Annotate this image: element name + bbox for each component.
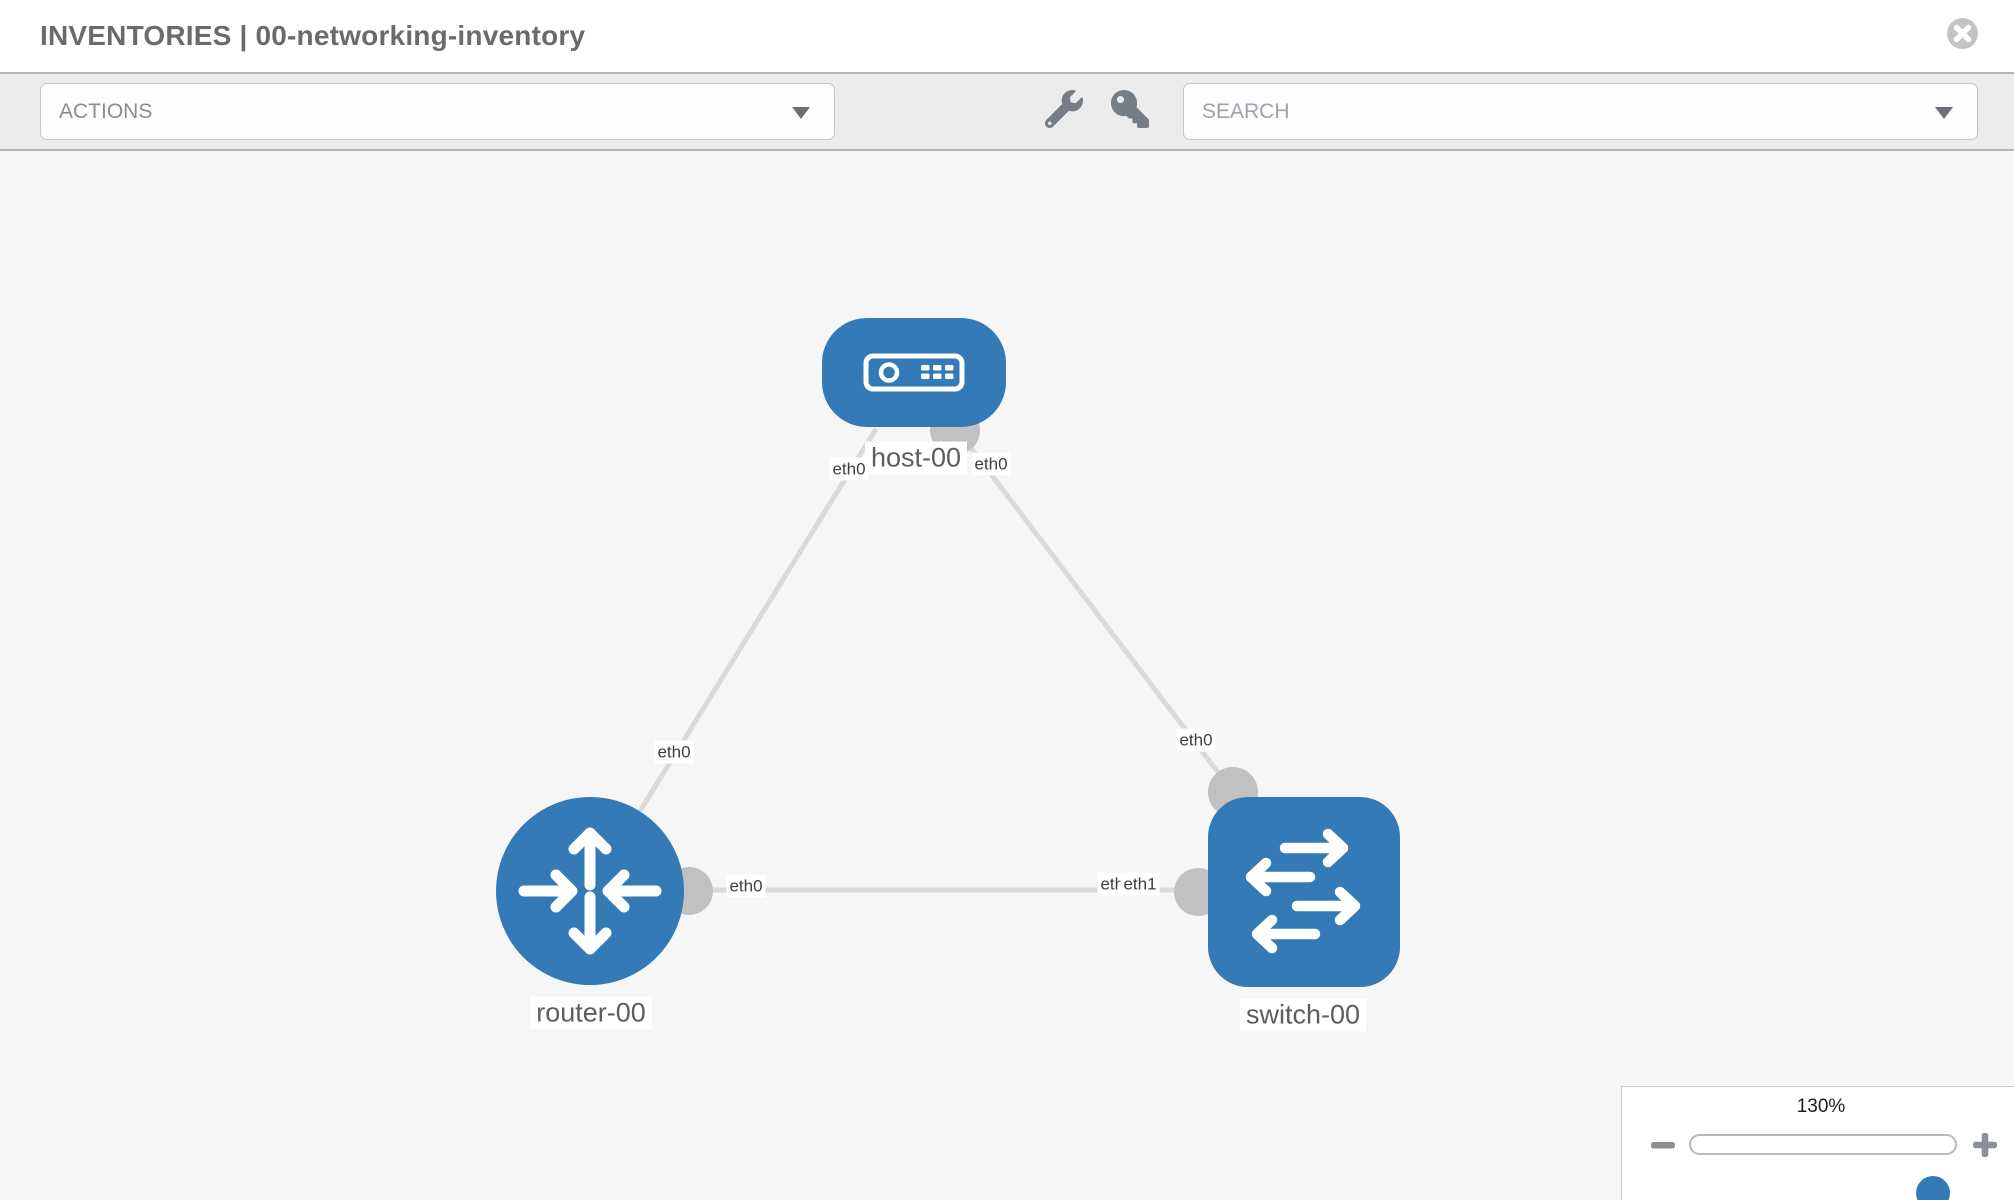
actions-dropdown-label: ACTIONS (59, 100, 153, 123)
zoom-level-value: 130% (1796, 1096, 1846, 1117)
zoom-slider-track[interactable] (1689, 1134, 1957, 1200)
topology-canvas[interactable]: host-00 router-00 switch-00 eth0 eth0 eth0 eth… (0, 151, 2014, 1200)
interface-label: eth0 (654, 740, 694, 764)
node-label-switch-00: switch-00 (1239, 998, 1367, 1032)
search-dropdown-label: SEARCH (1202, 100, 1290, 123)
minus-icon (1649, 1142, 1677, 1162)
wrench-icon (1044, 89, 1083, 131)
zoom-slider-handle[interactable] (1916, 1176, 1950, 1200)
tools-button[interactable] (1042, 88, 1086, 132)
close-button[interactable] (1947, 18, 1978, 49)
page-title: INVENTORIES | 00-networking-inventory (40, 20, 586, 51)
node-host-00[interactable] (822, 317, 1006, 427)
interface-label: eth1 (1120, 872, 1160, 896)
toolbar: ACTIONS SEARCH (0, 74, 2014, 151)
chevron-down-icon (1935, 107, 1953, 119)
zoom-in-button[interactable] (1971, 1131, 1999, 1159)
interface-label: eth0 (726, 874, 766, 898)
plus-icon (1971, 1133, 1999, 1162)
actions-dropdown[interactable]: ACTIONS (40, 83, 835, 140)
page-header: INVENTORIES | 00-networking-inventory (0, 0, 2014, 74)
zoom-control-panel: 130% (1621, 1086, 2014, 1200)
node-label-host-00: host-00 (864, 441, 968, 475)
zoom-out-button[interactable] (1649, 1131, 1677, 1159)
node-switch-00[interactable] (1208, 797, 1400, 987)
node-router-00[interactable] (496, 797, 684, 985)
interface-label: eth0 (1176, 728, 1216, 752)
topology-svg (637, 405, 1258, 916)
node-label-router-00: router-00 (530, 996, 652, 1030)
close-icon (1947, 18, 1978, 52)
credentials-button[interactable] (1108, 88, 1152, 132)
search-dropdown[interactable]: SEARCH (1183, 83, 1978, 140)
interface-label: eth0 (829, 457, 869, 481)
key-icon (1111, 89, 1149, 131)
chevron-down-icon (792, 107, 810, 119)
interface-label: eth0 (971, 452, 1011, 476)
